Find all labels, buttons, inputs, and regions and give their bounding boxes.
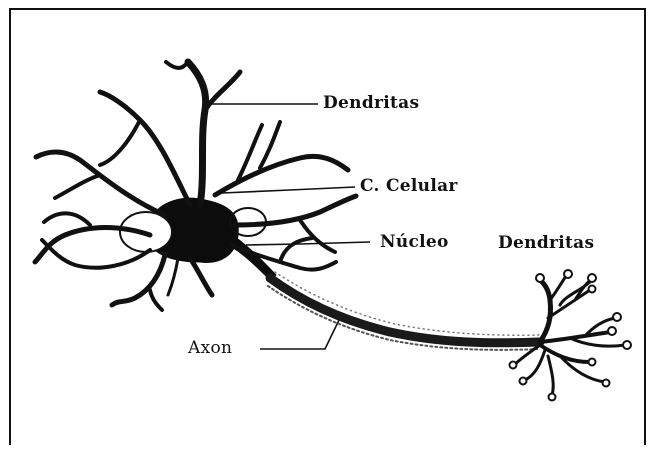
label-axon: Axon (188, 338, 232, 358)
label-dendritas-top: Dendritas (323, 93, 419, 113)
axon (268, 272, 540, 350)
dendrites-soma (35, 62, 356, 310)
axon-terminal (515, 276, 625, 395)
label-nucleo: Núcleo (380, 232, 449, 252)
leader-axon (260, 318, 340, 349)
leader-cuerpo-celular (222, 187, 355, 193)
leader-nucleo (246, 242, 370, 245)
label-dendritas-right: Dendritas (498, 233, 594, 253)
label-cuerpo-celular: C. Celular (360, 176, 458, 196)
